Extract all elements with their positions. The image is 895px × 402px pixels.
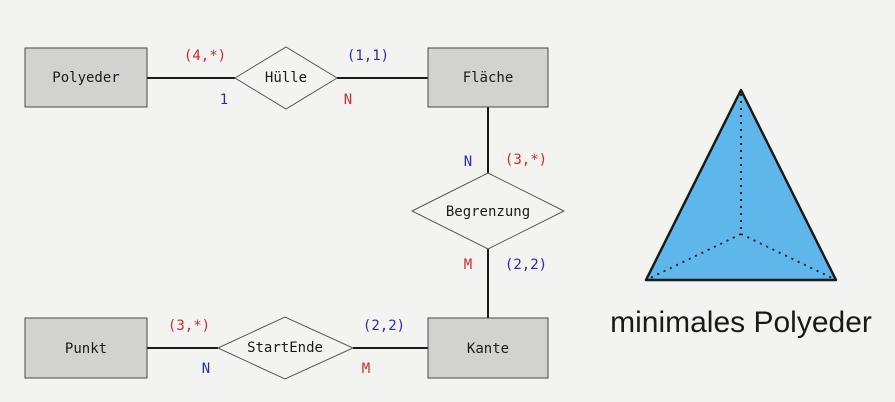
illustration-caption: minimales Polyeder — [610, 306, 872, 339]
entity-flaeche-label: Fläche — [463, 70, 514, 86]
tetrahedron-illustration — [644, 88, 838, 282]
label-begrenzung-kante-minmax: (2,2) — [505, 257, 547, 273]
label-startende-kante-card: M — [362, 361, 370, 377]
entity-kante: Kante — [427, 317, 549, 379]
relationship-begrenzung-label: Begrenzung — [446, 204, 530, 220]
tetrahedron-hidden-edges — [649, 94, 833, 279]
entity-polyeder: Polyeder — [24, 47, 148, 108]
entity-flaeche: Fläche — [427, 47, 549, 108]
cardinality-labels: (4,*) 1 (1,1) N N (3,*) M (2,2) (3,*) N … — [168, 48, 547, 377]
entity-kante-label: Kante — [467, 341, 509, 357]
connector-lines — [147, 77, 489, 349]
entity-punkt-label: Punkt — [65, 341, 107, 357]
relationship-startende: StartEnde — [216, 316, 355, 380]
entity-punkt: Punkt — [24, 317, 148, 379]
label-startende-punkt-minmax: (3,*) — [168, 318, 210, 334]
label-startende-kante-minmax: (2,2) — [363, 318, 405, 334]
relationship-startende-label: StartEnde — [247, 340, 323, 356]
label-begrenzung-flaeche-minmax: (3,*) — [505, 152, 547, 168]
label-begrenzung-flaeche-card: N — [464, 154, 472, 170]
label-huelle-flaeche-minmax: (1,1) — [347, 48, 389, 64]
label-startende-punkt-card: N — [202, 361, 210, 377]
relationship-begrenzung: Begrenzung — [410, 172, 566, 250]
relationship-huelle-label: Hülle — [265, 70, 307, 86]
label-huelle-polyeder-card: 1 — [220, 92, 228, 108]
label-begrenzung-kante-card: M — [464, 257, 472, 273]
relationship-huelle: Hülle — [234, 46, 338, 110]
label-huelle-flaeche-card: N — [344, 92, 352, 108]
entity-polyeder-label: Polyeder — [52, 70, 119, 86]
label-huelle-polyeder-minmax: (4,*) — [184, 48, 226, 64]
